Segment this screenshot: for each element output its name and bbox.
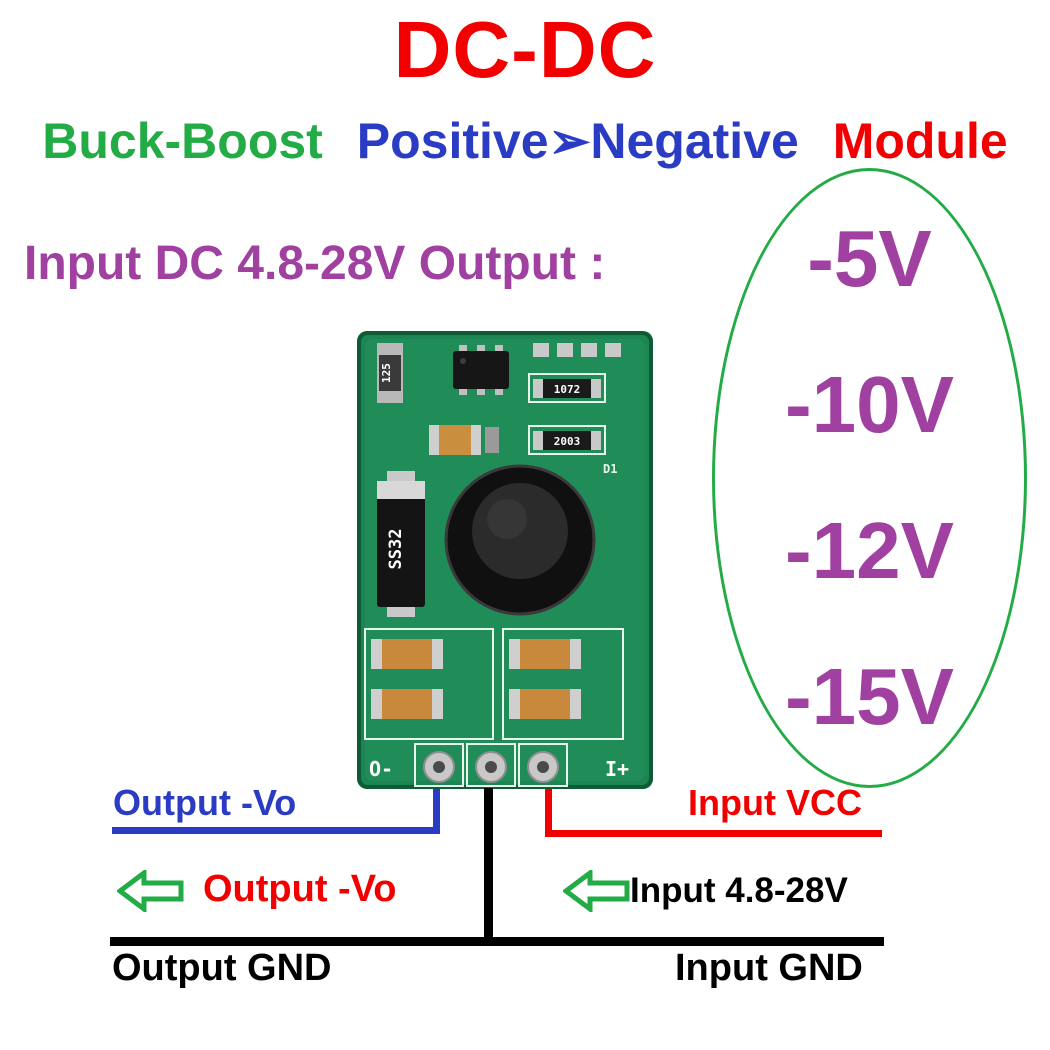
label-input-gnd: Input GND <box>675 947 863 989</box>
capacitor-bank-right <box>502 628 624 740</box>
pad-label-negative: O- <box>369 757 393 781</box>
wire-input-vcc-horizontal <box>545 830 882 837</box>
voltage-option-12v: -12V <box>785 506 954 595</box>
component-125: 125 <box>377 343 403 403</box>
resistor-2003-label: 2003 <box>554 435 581 448</box>
wire-gnd-horizontal <box>110 937 884 946</box>
voltage-option-5v: -5V <box>807 214 932 303</box>
label-output-vo-arrow: Output -Vo <box>203 868 397 910</box>
subtitle: Buck-Boost Positive➢Negative Module <box>0 112 1050 170</box>
subtitle-buck-boost: Buck-Boost <box>42 113 323 169</box>
pad-label-positive: I+ <box>605 757 629 781</box>
label-input-vcc-pin: Input VCC <box>688 782 862 823</box>
capacitor-mid <box>429 425 499 455</box>
resistor-1072-label: 1072 <box>554 383 581 396</box>
label-input-range: Input 4.8-28V <box>630 871 848 910</box>
solder-pads-top-right <box>533 343 621 357</box>
wire-output-vo-horizontal <box>112 827 440 834</box>
wire-input-vcc-vertical <box>545 789 552 837</box>
diode-ss32: SS32 <box>377 471 425 617</box>
resistor-2003: 2003 <box>528 425 606 455</box>
wire-gnd-vertical <box>484 788 493 945</box>
output-voltage-oval: -5V -10V -12V -15V <box>712 168 1027 788</box>
terminal-pads: O- I+ <box>369 743 629 787</box>
voltage-option-10v: -10V <box>785 360 954 449</box>
left-arrow-icon <box>117 870 184 912</box>
diode-ss32-label: SS32 <box>386 529 406 570</box>
page-title: DC-DC <box>393 5 657 94</box>
capacitor-bank-left <box>364 628 494 740</box>
pcb-module-photo: 125 1072 <box>357 331 653 789</box>
component-125-label: 125 <box>380 363 393 383</box>
subtitle-module: Module <box>832 113 1008 169</box>
silkscreen-d1: D1 <box>603 462 617 476</box>
label-output-vo-pin: Output -Vo <box>113 782 297 823</box>
resistor-1072: 1072 <box>528 373 606 403</box>
voltage-option-15v: -15V <box>785 652 954 741</box>
ic-chip <box>453 345 509 395</box>
subtitle-positive-negative: Positive➢Negative <box>356 113 799 169</box>
label-output-gnd: Output GND <box>112 947 332 989</box>
inductor-coil <box>444 464 596 616</box>
input-output-spec: Input DC 4.8-28V Output : <box>24 237 606 290</box>
left-arrow-icon <box>563 870 630 912</box>
wire-output-vo-vertical <box>433 789 440 834</box>
